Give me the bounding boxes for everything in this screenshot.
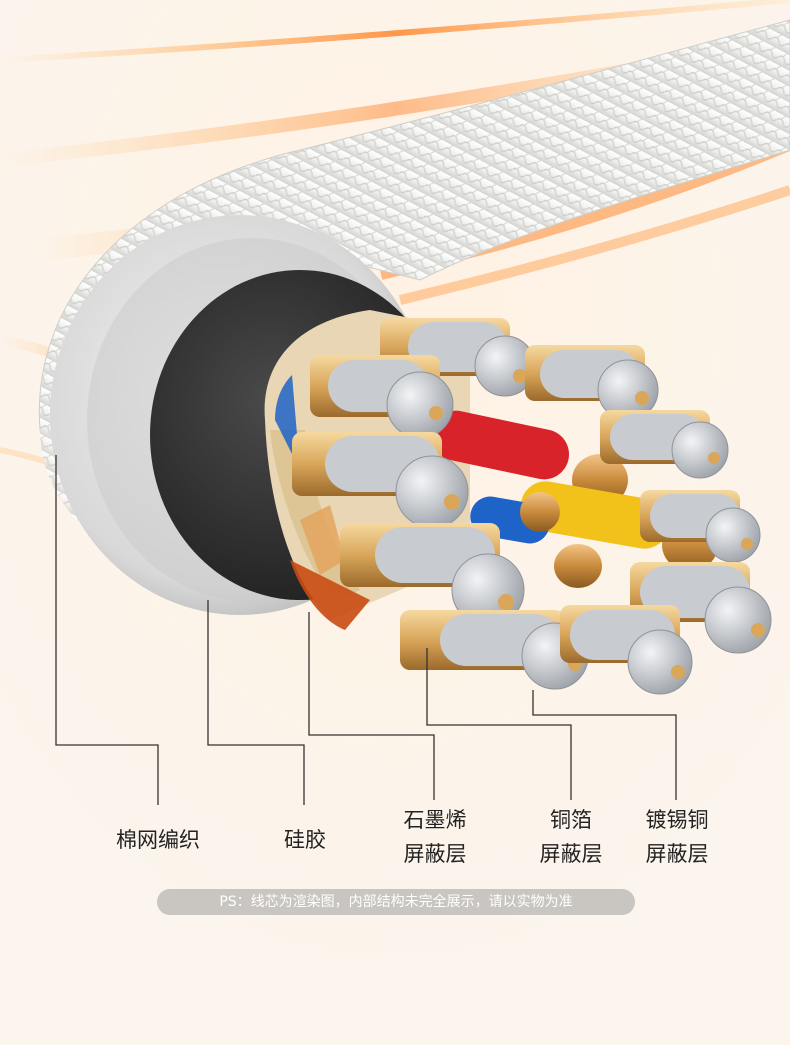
conductor [640,490,761,563]
label-tinned-copper-line1: 镀锡铜 [645,808,709,832]
render-disclaimer-note: PS：线芯为渲染图，内部结构未完全展示，请以实物为准 [157,889,635,915]
label-copper-foil-line2: 屏蔽层 [539,842,603,866]
conductor [560,605,693,695]
conductor [310,355,454,439]
label-silicone-text: 硅胶 [284,828,326,852]
label-silicone: 硅胶 [265,823,345,857]
label-tinned-copper-line2: 屏蔽层 [645,842,709,866]
stranded-conductors [292,318,772,695]
label-tinned-copper-shield: 镀锡铜 屏蔽层 [627,803,727,871]
conductor [340,523,525,627]
label-graphene-line1: 石墨烯 [403,808,467,832]
leader-line-graphene [308,612,435,800]
leader-lines [55,455,677,805]
label-graphene-line2: 屏蔽层 [403,842,467,866]
leader-line-silicone [207,600,305,805]
conductor [525,345,659,421]
conductor [292,432,469,529]
label-copper-foil-shield: 铜箔 屏蔽层 [521,803,621,871]
inner-power-wires [430,410,718,588]
leader-line-copper-foil [426,648,572,800]
label-copper-foil-line1: 铜箔 [550,808,592,832]
label-cotton-braid: 棉网编织 [100,823,216,857]
leader-line-tinned-copper [532,690,677,800]
leader-line-cotton-braid [55,455,159,805]
label-cotton-braid-text: 棉网编织 [116,828,200,852]
conductor [630,562,772,654]
label-graphene-shield: 石墨烯 屏蔽层 [385,803,485,871]
conductor [600,410,729,479]
